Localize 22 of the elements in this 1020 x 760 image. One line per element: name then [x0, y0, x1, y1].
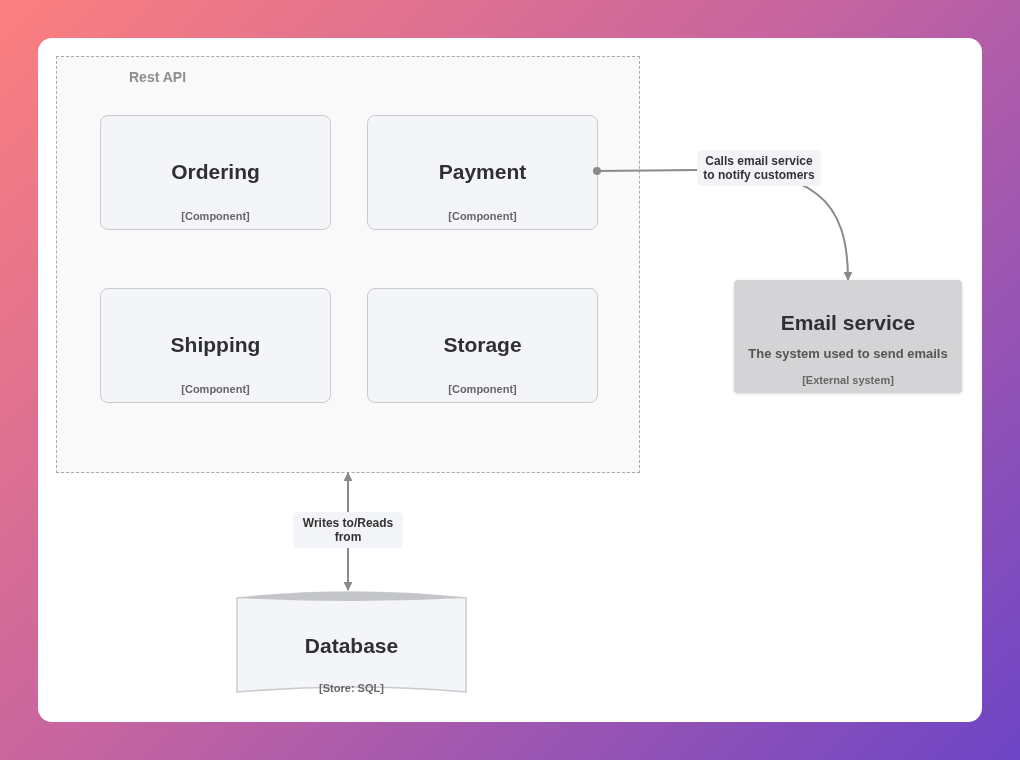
boundary-title: Rest API: [129, 69, 187, 85]
node-description: The system used to send emails: [747, 346, 949, 361]
technology-tag: [Component]: [368, 383, 597, 395]
container-boundary: [56, 56, 640, 473]
node-title: Email service: [779, 311, 917, 335]
node-title: Database: [303, 634, 400, 658]
technology-tag: [Component]: [101, 210, 330, 222]
node-title: Storage: [442, 333, 523, 357]
edge-label: Calls email service to notify customers: [697, 150, 821, 186]
node-title: Ordering: [170, 160, 261, 184]
node-title: Payment: [437, 160, 528, 184]
technology-tag: [External system]: [734, 374, 962, 386]
component-box: [100, 288, 331, 403]
external-system-box: [734, 280, 962, 393]
technology-tag: [Store: SQL]: [236, 682, 467, 694]
component-box: [100, 115, 331, 230]
technology-tag: [Component]: [101, 383, 330, 395]
edge-label: Writes to/Reads from: [293, 512, 403, 548]
component-box: [367, 115, 598, 230]
technology-tag: [Component]: [368, 210, 597, 222]
node-title: Shipping: [169, 333, 262, 357]
component-box: [367, 288, 598, 403]
